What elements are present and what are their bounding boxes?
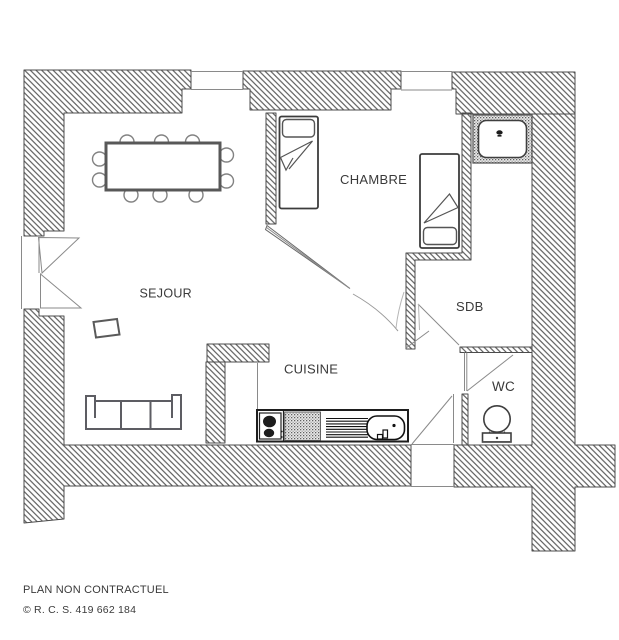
svg-text:CUISINE: CUISINE	[284, 362, 338, 377]
svg-text:CHAMBRE: CHAMBRE	[340, 172, 407, 187]
svg-text:WC: WC	[492, 379, 515, 394]
svg-text:SEJOUR: SEJOUR	[140, 287, 193, 301]
svg-text:© R. C. S. 419 662 184: © R. C. S. 419 662 184	[23, 604, 136, 616]
svg-text:SDB: SDB	[456, 299, 484, 314]
svg-text:PLAN NON CONTRACTUEL: PLAN NON CONTRACTUEL	[23, 584, 169, 596]
